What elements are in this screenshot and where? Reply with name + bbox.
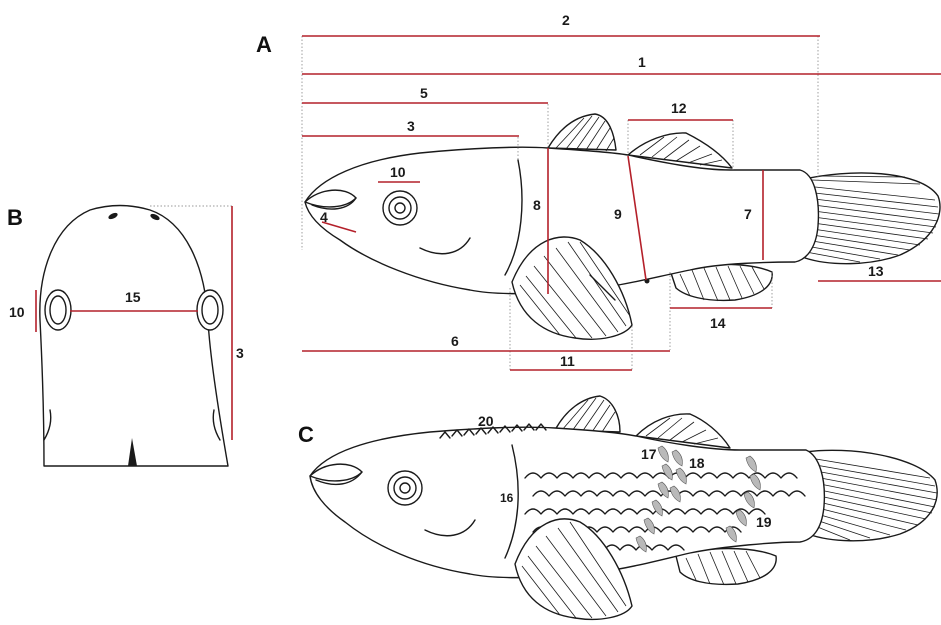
label-feature-19: 19 — [756, 514, 772, 530]
panel-b-head: B 15 10 3 — [7, 205, 244, 466]
eye-a — [383, 191, 417, 225]
panel-label-c: C — [298, 422, 314, 447]
dorsal-fin — [548, 114, 616, 150]
label-feature-20: 20 — [478, 413, 494, 429]
label-measure-7: 7 — [744, 206, 752, 222]
label-measure-b10: 10 — [9, 304, 25, 320]
label-measure-14: 14 — [710, 315, 726, 331]
panel-c-fish: C 20 16 17 18 19 — [298, 396, 937, 619]
label-measure-15: 15 — [125, 289, 141, 305]
eye-c — [388, 471, 422, 505]
eye-right-b — [197, 290, 223, 330]
label-measure-13: 13 — [868, 263, 884, 279]
label-measure-12: 12 — [671, 100, 687, 116]
label-measure-5: 5 — [420, 85, 428, 101]
label-measure-11: 11 — [560, 353, 575, 369]
label-measure-2: 2 — [562, 12, 570, 28]
label-measure-b3: 3 — [236, 345, 244, 361]
label-measure-9: 9 — [614, 206, 622, 222]
anal-fin-c — [676, 549, 776, 585]
head-outline — [40, 206, 228, 467]
label-measure-4: 4 — [320, 209, 328, 225]
eye-left-b — [45, 290, 71, 330]
label-measure-3: 3 — [407, 118, 415, 134]
label-measure-10: 10 — [390, 164, 406, 180]
panel-a-fish — [305, 114, 940, 339]
label-measure-6: 6 — [451, 333, 459, 349]
panel-label-a: A — [256, 32, 272, 57]
panel-label-b: B — [7, 205, 23, 230]
label-feature-18: 18 — [689, 455, 705, 471]
label-measure-8: 8 — [533, 197, 541, 213]
label-feature-17: 17 — [641, 446, 657, 462]
label-measure-1: 1 — [638, 54, 646, 70]
label-feature-16: 16 — [500, 491, 514, 505]
